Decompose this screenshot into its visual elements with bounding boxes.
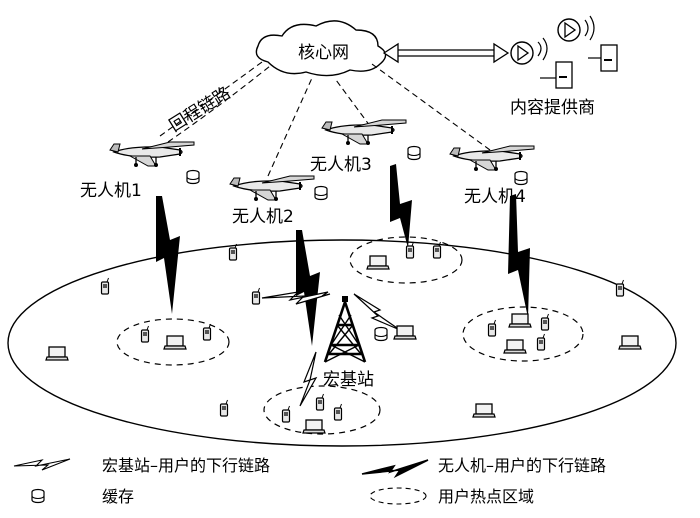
cache-icon xyxy=(31,488,45,504)
uav1-label: 无人机1 xyxy=(80,181,142,201)
double-arrow-icon xyxy=(382,42,510,64)
hotspot-area-1 xyxy=(116,318,230,366)
uav3-label: 无人机3 xyxy=(310,155,372,175)
hotspot-area-3 xyxy=(349,236,463,284)
legend-bs-downlink: 宏基站–用户的下行链路 xyxy=(102,456,270,475)
play-icon xyxy=(510,15,595,65)
uav-icon xyxy=(109,141,195,168)
uav4-label: 无人机4 xyxy=(464,187,526,207)
backhaul-link-label: 回程链路 xyxy=(166,83,234,136)
server-icon xyxy=(540,44,618,89)
base-station-tower-icon xyxy=(323,294,367,364)
uav-downlink-legend-icon xyxy=(361,459,429,479)
cache-icon xyxy=(374,326,388,342)
legend-uav-downlink: 无人机–用户的下行链路 xyxy=(438,456,606,475)
uav-icon xyxy=(229,175,315,202)
uav-icon xyxy=(321,119,407,146)
uav-downlink-bolts xyxy=(156,164,530,346)
legend: 宏基站–用户的下行链路 无人机–用户的下行链路 缓存 用户热点区域 xyxy=(13,456,606,506)
cache-icon xyxy=(314,185,328,201)
hotspot-area-2 xyxy=(263,385,381,435)
legend-cache: 缓存 xyxy=(102,487,134,506)
bs-downlink-legend-icon xyxy=(13,458,71,471)
macro-coverage-area xyxy=(7,239,677,447)
cache-icon xyxy=(514,170,528,186)
core-network-label: 核心网 xyxy=(298,43,349,63)
legend-hotspot: 用户热点区域 xyxy=(438,487,534,506)
backhaul-links xyxy=(159,61,491,177)
hotspot-area-4 xyxy=(462,306,584,362)
content-provider-label: 内容提供商 xyxy=(510,98,595,118)
cloud-icon xyxy=(255,20,387,77)
hotspot-legend-icon xyxy=(369,487,427,505)
macro-bs-label: 宏基站 xyxy=(323,370,374,390)
bs-downlink-bolts xyxy=(261,291,401,407)
uav-icon xyxy=(449,145,535,172)
phone-icon xyxy=(100,241,625,423)
cache-icon xyxy=(186,169,200,185)
uav2-label: 无人机2 xyxy=(232,207,294,227)
cache-icon xyxy=(407,145,421,161)
